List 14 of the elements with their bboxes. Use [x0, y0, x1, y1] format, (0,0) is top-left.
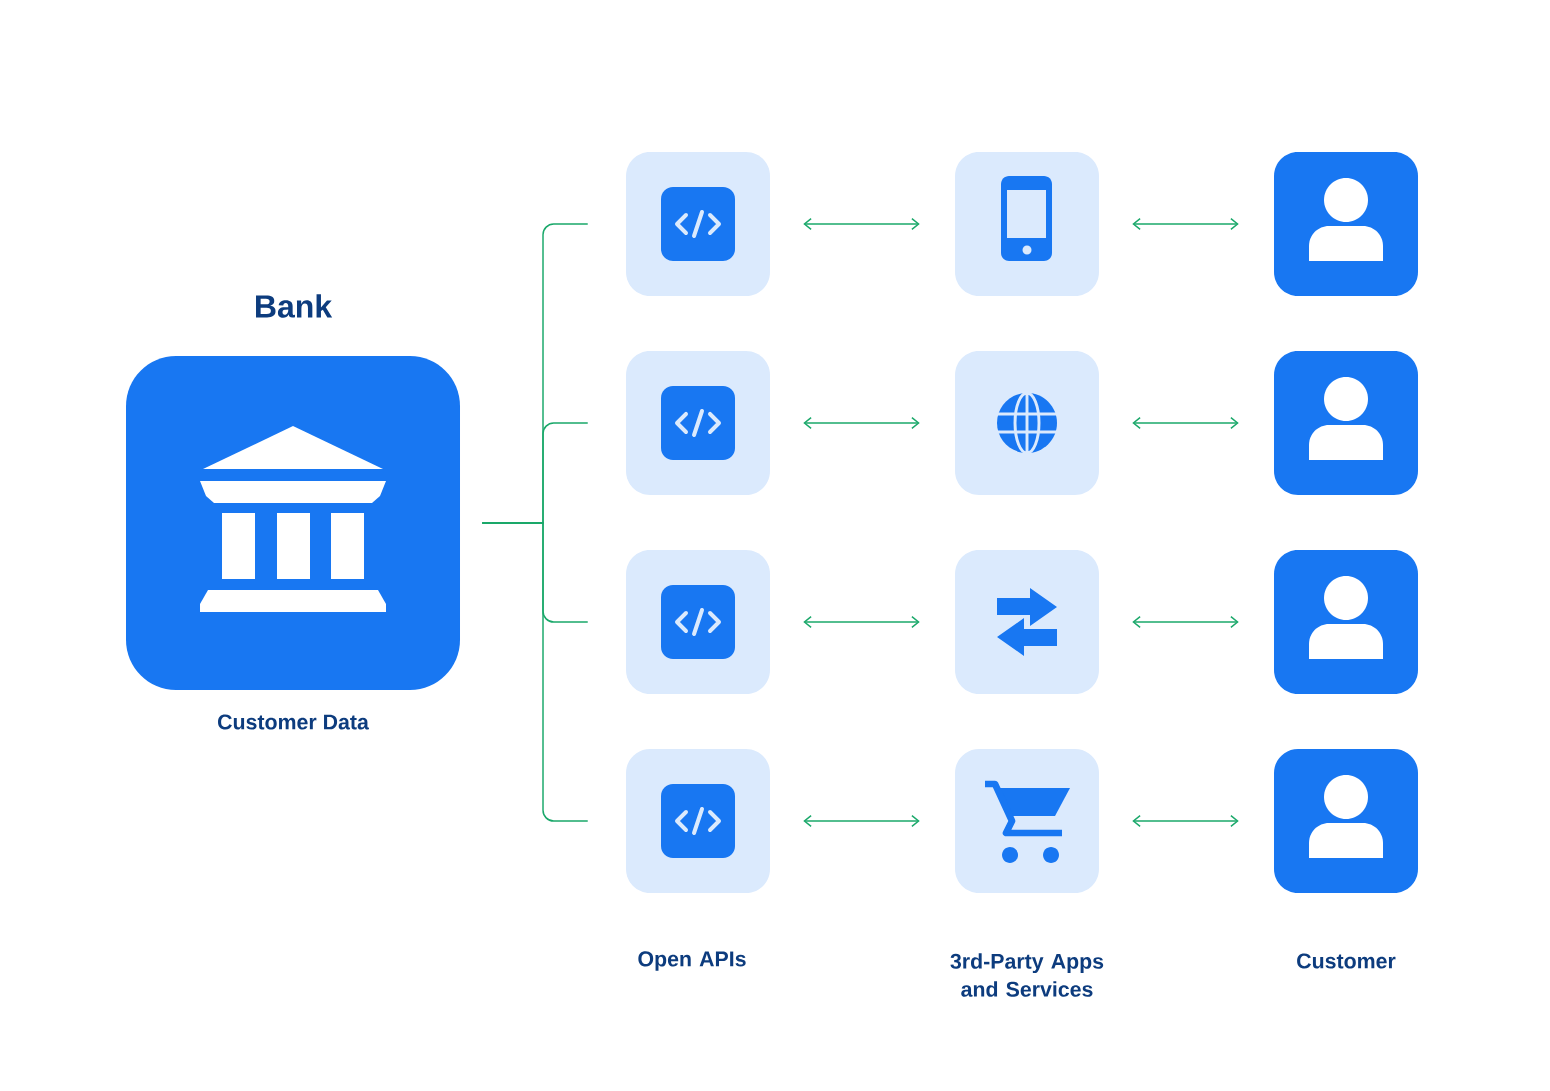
connector-line — [481, 522, 589, 822]
double-arrow — [803, 814, 920, 828]
box-title: Bank — [256, 294, 333, 318]
double-arrow — [803, 416, 920, 430]
double-arrow — [1132, 615, 1239, 629]
double-arrow — [1132, 217, 1239, 231]
double-arrow — [803, 615, 920, 629]
column-label: 3rd-Party Apps and Services — [950, 953, 1104, 997]
column-label: Open APIs — [638, 951, 746, 971]
double-arrow — [1132, 814, 1239, 828]
box-caption: Customer Data — [218, 714, 369, 730]
column-label: Customer — [1297, 953, 1396, 969]
double-arrow — [803, 217, 920, 231]
double-arrow — [1132, 416, 1239, 430]
